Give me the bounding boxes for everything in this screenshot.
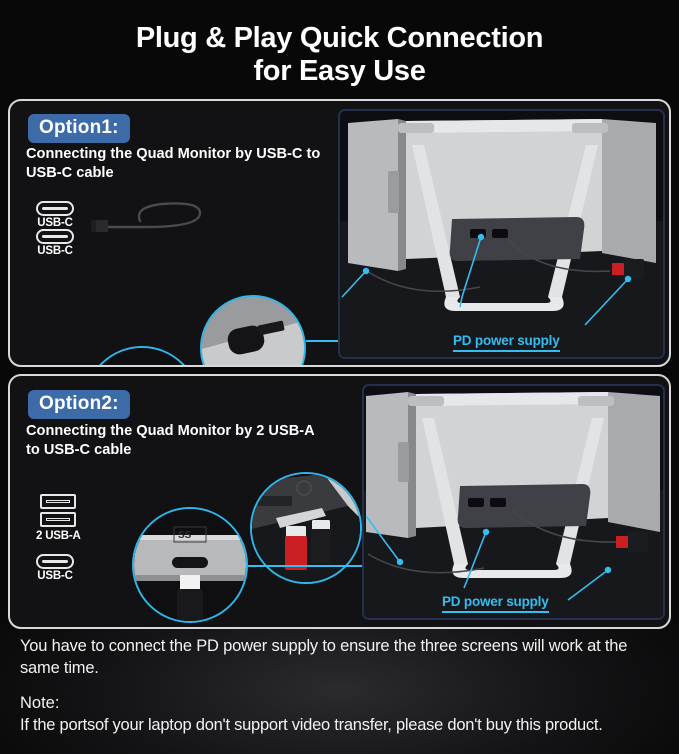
usb-a-port-icon <box>40 494 77 509</box>
option2-badge: Option2: <box>28 390 130 419</box>
option2-product-photo: PD power supply <box>362 384 665 620</box>
footer-note-heading: Note: <box>20 694 60 712</box>
option2-legend-label-usbc: USB-C <box>37 570 73 582</box>
usb-c-port-icon <box>36 229 74 244</box>
option2-legend-usba: 2 USB-A <box>36 494 81 542</box>
option2-legend-usbc: USB-C <box>36 554 74 582</box>
footer-notes: You have to connect the PD power supply … <box>20 636 665 736</box>
option2-pd-power-supply-label: PD power supply <box>442 594 549 613</box>
usb-c-to-usb-c-cable-icon <box>88 199 218 251</box>
option1-panel: Option1: Connecting the Quad Monitor by … <box>8 99 671 367</box>
usb-c-port-icon <box>36 554 74 569</box>
option2-panel: Option2: Connecting the Quad Monitor by … <box>8 374 671 629</box>
option1-legend-usbc-1: USB-C <box>36 201 74 229</box>
usb-c-port-icon <box>36 201 74 216</box>
option2-legend-label-usba: 2 USB-A <box>36 530 81 542</box>
option1-badge: Option1: <box>28 114 130 143</box>
option2-description: Connecting the Quad Monitor by 2 USB-A t… <box>26 423 315 458</box>
page-title-line1: Plug & Play Quick Connection <box>135 22 544 54</box>
svg-text:SS: SS <box>178 530 192 541</box>
option1-description: Connecting the Quad Monitor by USB-C to … <box>26 146 321 181</box>
option1-legend-label-1: USB-C <box>37 217 73 229</box>
footer-paragraph: You have to connect the PD power supply … <box>20 637 628 677</box>
usb-a-port-icon <box>40 512 77 527</box>
option2-magnifier-monitor-port: SS <box>132 507 248 623</box>
option1-legend-usbc-2: USB-C <box>36 229 74 257</box>
option1-legend-label-2: USB-C <box>37 245 73 257</box>
option1-pd-power-supply-label: PD power supply <box>453 333 560 352</box>
page-title: Plug & Play Quick Connection for Easy Us… <box>0 22 679 88</box>
option1-connector-lines <box>306 340 340 342</box>
footer-note-body: If the portsof your laptop don't support… <box>20 715 603 734</box>
option1-product-photo: PD power supply <box>338 109 665 359</box>
option1-magnifier-usb-c-plug <box>200 295 306 365</box>
page-title-line2: for Easy Use <box>253 55 426 87</box>
